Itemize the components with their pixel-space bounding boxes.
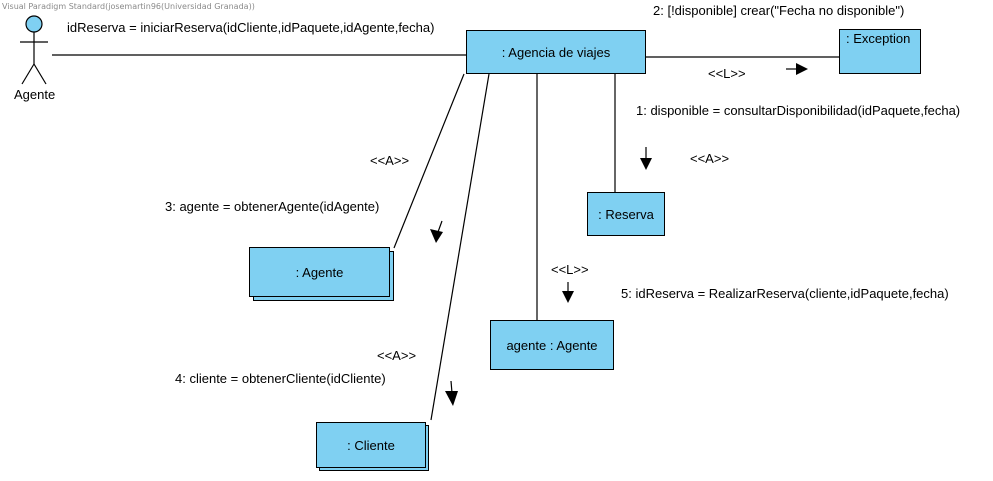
object-agente-instance[interactable]: agente : Agente — [490, 320, 614, 370]
actor-figure — [20, 15, 48, 85]
msg-arrow-2 — [786, 63, 808, 75]
link-agencia-agente-multi — [393, 73, 465, 249]
stereotype-reserva-link: <<A>> — [690, 151, 730, 166]
message-init-label: idReserva = iniciarReserva(idCliente,idP… — [67, 20, 435, 35]
message-4-label: 4: cliente = obtenerCliente(idCliente) — [175, 371, 386, 386]
object-agencia-de-viajes[interactable]: : Agencia de viajes — [466, 30, 646, 74]
stereotype-exception-link: <<L>> — [708, 66, 746, 81]
msg-arrow-4 — [445, 380, 458, 406]
watermark: Visual Paradigm Standard(josemartin96(Un… — [2, 2, 255, 11]
msg-arrow-1 — [640, 147, 652, 170]
multiobject-cliente[interactable]: : Cliente — [316, 422, 426, 468]
link-agencia-cliente — [430, 73, 490, 421]
multiobject-agente[interactable]: : Agente — [249, 247, 390, 297]
message-1-label: 1: disponible = consultarDisponibilidad(… — [636, 103, 961, 118]
msg-arrow-3 — [430, 220, 443, 243]
stereotype-agente-obj-link: <<L>> — [551, 262, 589, 277]
object-exception[interactable]: : Exception — [839, 29, 921, 74]
message-3-label: 3: agente = obtenerAgente(idAgente) — [165, 199, 380, 214]
object-reserva[interactable]: : Reserva — [587, 192, 665, 236]
message-5-label: 5: idReserva = RealizarReserva(cliente,i… — [621, 286, 949, 301]
actor-name[interactable]: Agente — [14, 87, 56, 102]
msg-arrow-5 — [562, 282, 574, 303]
message-2-label: 2: [!disponible] crear("Fecha no disponi… — [653, 3, 905, 18]
stereotype-cliente-link: <<A>> — [377, 348, 417, 363]
actor-head — [25, 15, 43, 33]
stereotype-agente-multi-link: <<A>> — [370, 153, 410, 168]
